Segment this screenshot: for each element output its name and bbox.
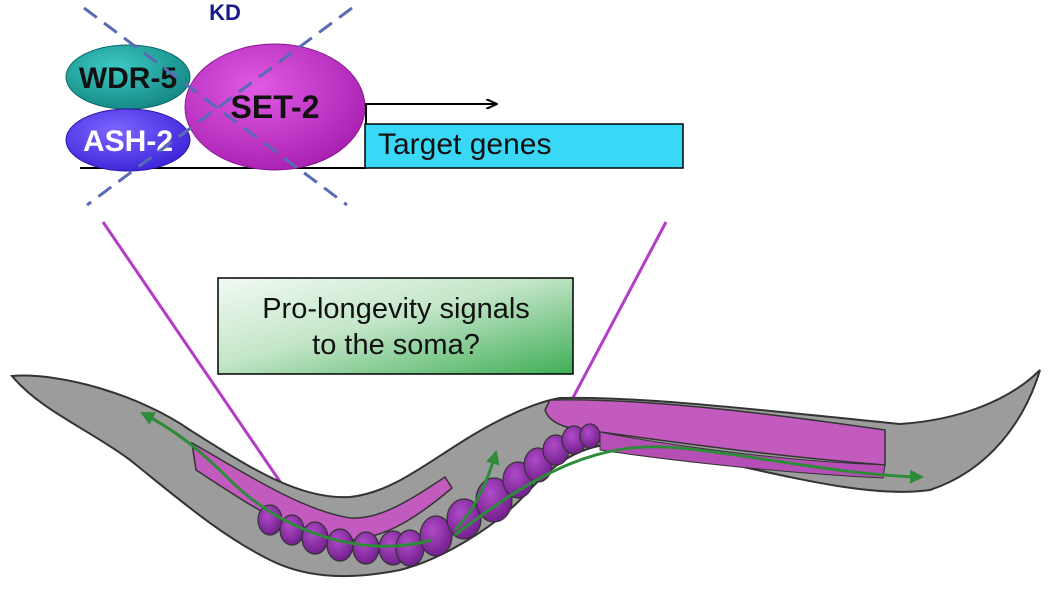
cross-line-right (86, 6, 353, 207)
signal-line-2: to the soma? (312, 329, 480, 361)
set2-protein: SET-2 (184, 43, 366, 171)
funnel-line-left (101, 221, 285, 487)
target-genes-rect (364, 123, 684, 169)
target-genes-box: Target genes (364, 123, 684, 169)
wdr5-label: WDR-5 (79, 62, 177, 95)
signal-arrows (140, 411, 924, 548)
oocyte (257, 504, 283, 536)
oocyte (326, 528, 354, 562)
signal-box-rect (217, 277, 574, 375)
oocyte (352, 531, 380, 565)
ash2-label: ASH-2 (83, 125, 173, 158)
signal-arrow-anterior (140, 411, 433, 548)
target-genes-label: Target genes (378, 128, 551, 161)
signal-line-1: Pro-longevity signals (262, 293, 530, 325)
gene-schematic: WDR-5 ASH-2 SET-2 KD Target genes (65, 0, 684, 207)
oocyte (419, 515, 453, 557)
oocyte-row (257, 423, 601, 567)
oocyte (579, 423, 601, 449)
kd-label: KD (209, 0, 241, 25)
ash2-ellipse (65, 108, 191, 172)
worm (10, 369, 1041, 578)
signal-arrow-posterior (454, 445, 924, 537)
cross-line-left (83, 6, 348, 207)
ash2-protein: ASH-2 (65, 108, 191, 172)
set2-label: SET-2 (231, 89, 320, 125)
wdr5-protein: WDR-5 (65, 44, 191, 110)
knockdown-cross (83, 6, 353, 207)
signal-box: Pro-longevity signals to the soma? (217, 277, 574, 375)
signal-arrow-up (453, 450, 500, 532)
